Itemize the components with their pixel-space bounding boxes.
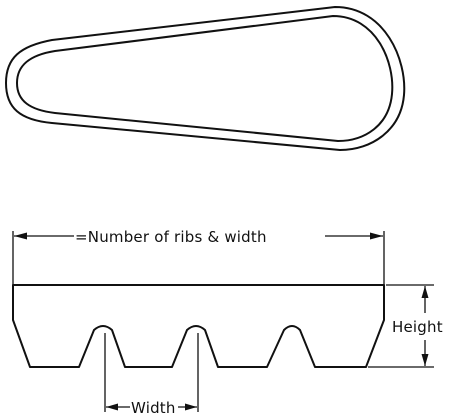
height-arrow-top <box>421 286 429 298</box>
arrow-left <box>14 232 27 240</box>
height-label: Height <box>392 318 443 336</box>
total-width-label: =Number of ribs & width <box>75 228 267 246</box>
belt-loop-outer <box>5 6 406 151</box>
rib-width-label: Width <box>131 399 176 415</box>
arrow-right <box>370 232 383 240</box>
rib-width-arrow-right <box>185 403 197 411</box>
ribbed-cross-section <box>12 284 385 368</box>
belt-loop-inner <box>16 15 394 142</box>
rib-width-dimension: Width <box>104 333 199 415</box>
height-dimension: Height <box>368 284 443 368</box>
belt-loop <box>5 6 406 151</box>
height-arrow-bottom <box>421 354 429 366</box>
rib-width-arrow-left <box>106 403 118 411</box>
total-width-dimension: =Number of ribs & width <box>12 228 385 285</box>
